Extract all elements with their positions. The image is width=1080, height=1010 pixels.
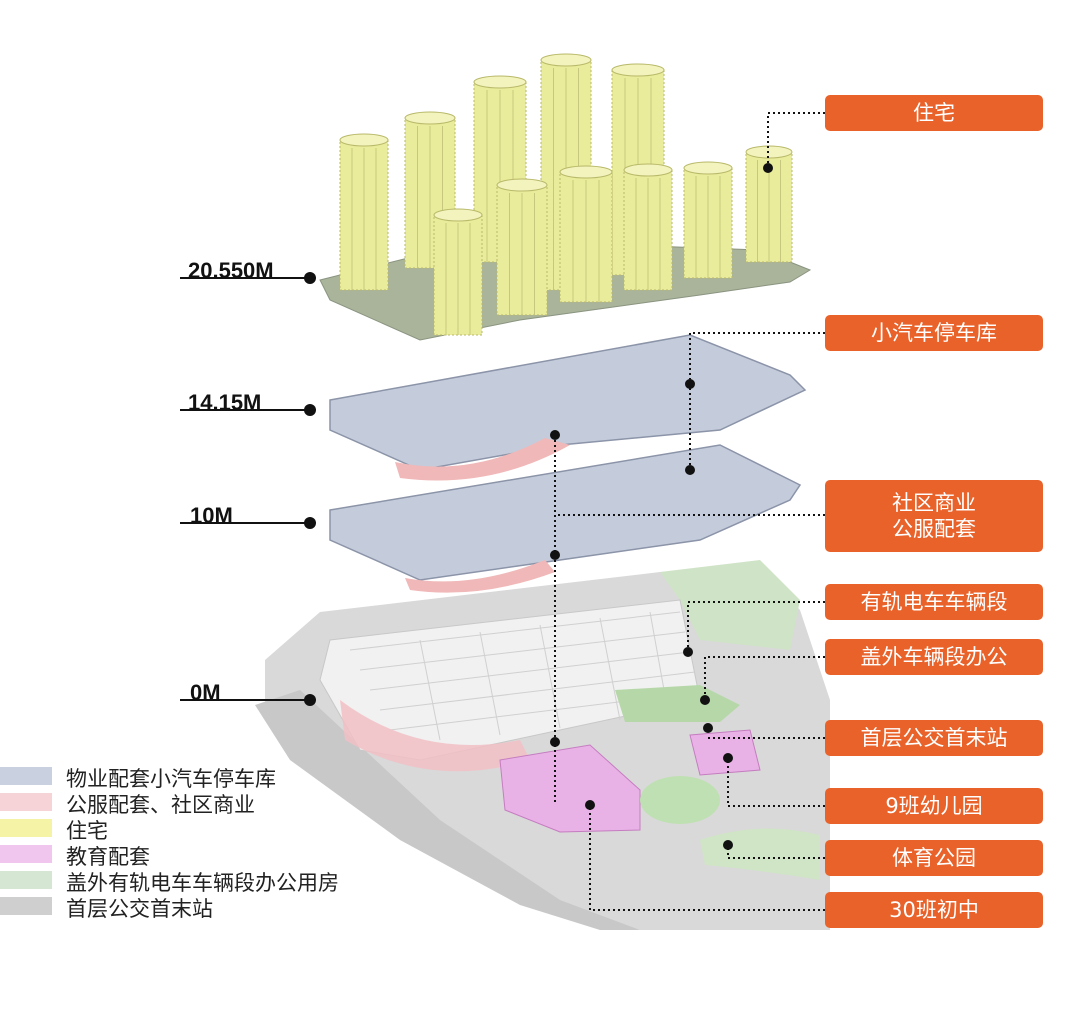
legend-swatch [0, 871, 52, 889]
callout-bus-terminal: 首层公交首末站 [825, 720, 1043, 756]
level-label-14m: 14.15M [188, 390, 262, 415]
legend-label: 首层公交首末站 [66, 897, 213, 921]
legend-label: 公服配套、社区商业 [66, 793, 255, 817]
callout-kindergarten: 9班幼儿园 [825, 788, 1043, 824]
residential-towers [339, 53, 793, 336]
callout-sports-park: 体育公园 [825, 840, 1043, 876]
legend-label: 物业配套小汽车停车库 [66, 767, 276, 791]
legend-label: 盖外有轨电车车辆段办公用房 [66, 871, 339, 895]
level-label-20m: 20.550M [188, 258, 274, 283]
level-markers [180, 272, 316, 706]
callout-community-commercial: 社区商业 公服配套 [825, 480, 1043, 552]
callout-residential: 住宅 [825, 95, 1043, 131]
level-label-10m: 10M [190, 503, 233, 528]
legend-label: 教育配套 [66, 845, 150, 869]
leader-dots [550, 163, 773, 850]
residential-tower [683, 161, 733, 279]
level-10m-plate [329, 444, 802, 593]
residential-tower [623, 163, 673, 291]
residential-tower [559, 165, 613, 303]
callout-car-parking: 小汽车停车库 [825, 315, 1043, 351]
residential-tower [433, 208, 483, 336]
residential-tower [745, 145, 793, 263]
level-14m-plate [329, 334, 807, 481]
callout-middle-school: 30班初中 [825, 892, 1043, 928]
callout-depot-office: 盖外车辆段办公 [825, 639, 1043, 675]
legend-swatch [0, 767, 52, 785]
ground-level-plate [255, 560, 830, 930]
residential-tower [339, 133, 389, 291]
legend-swatch [0, 845, 52, 863]
legend-swatch [0, 897, 52, 915]
callout-tram-depot: 有轨电车车辆段 [825, 584, 1043, 620]
level-label-0m: 0M [190, 680, 221, 705]
legend-label: 住宅 [66, 819, 108, 843]
legend-swatch [0, 819, 52, 837]
legend-swatch [0, 793, 52, 811]
residential-tower [496, 178, 548, 316]
